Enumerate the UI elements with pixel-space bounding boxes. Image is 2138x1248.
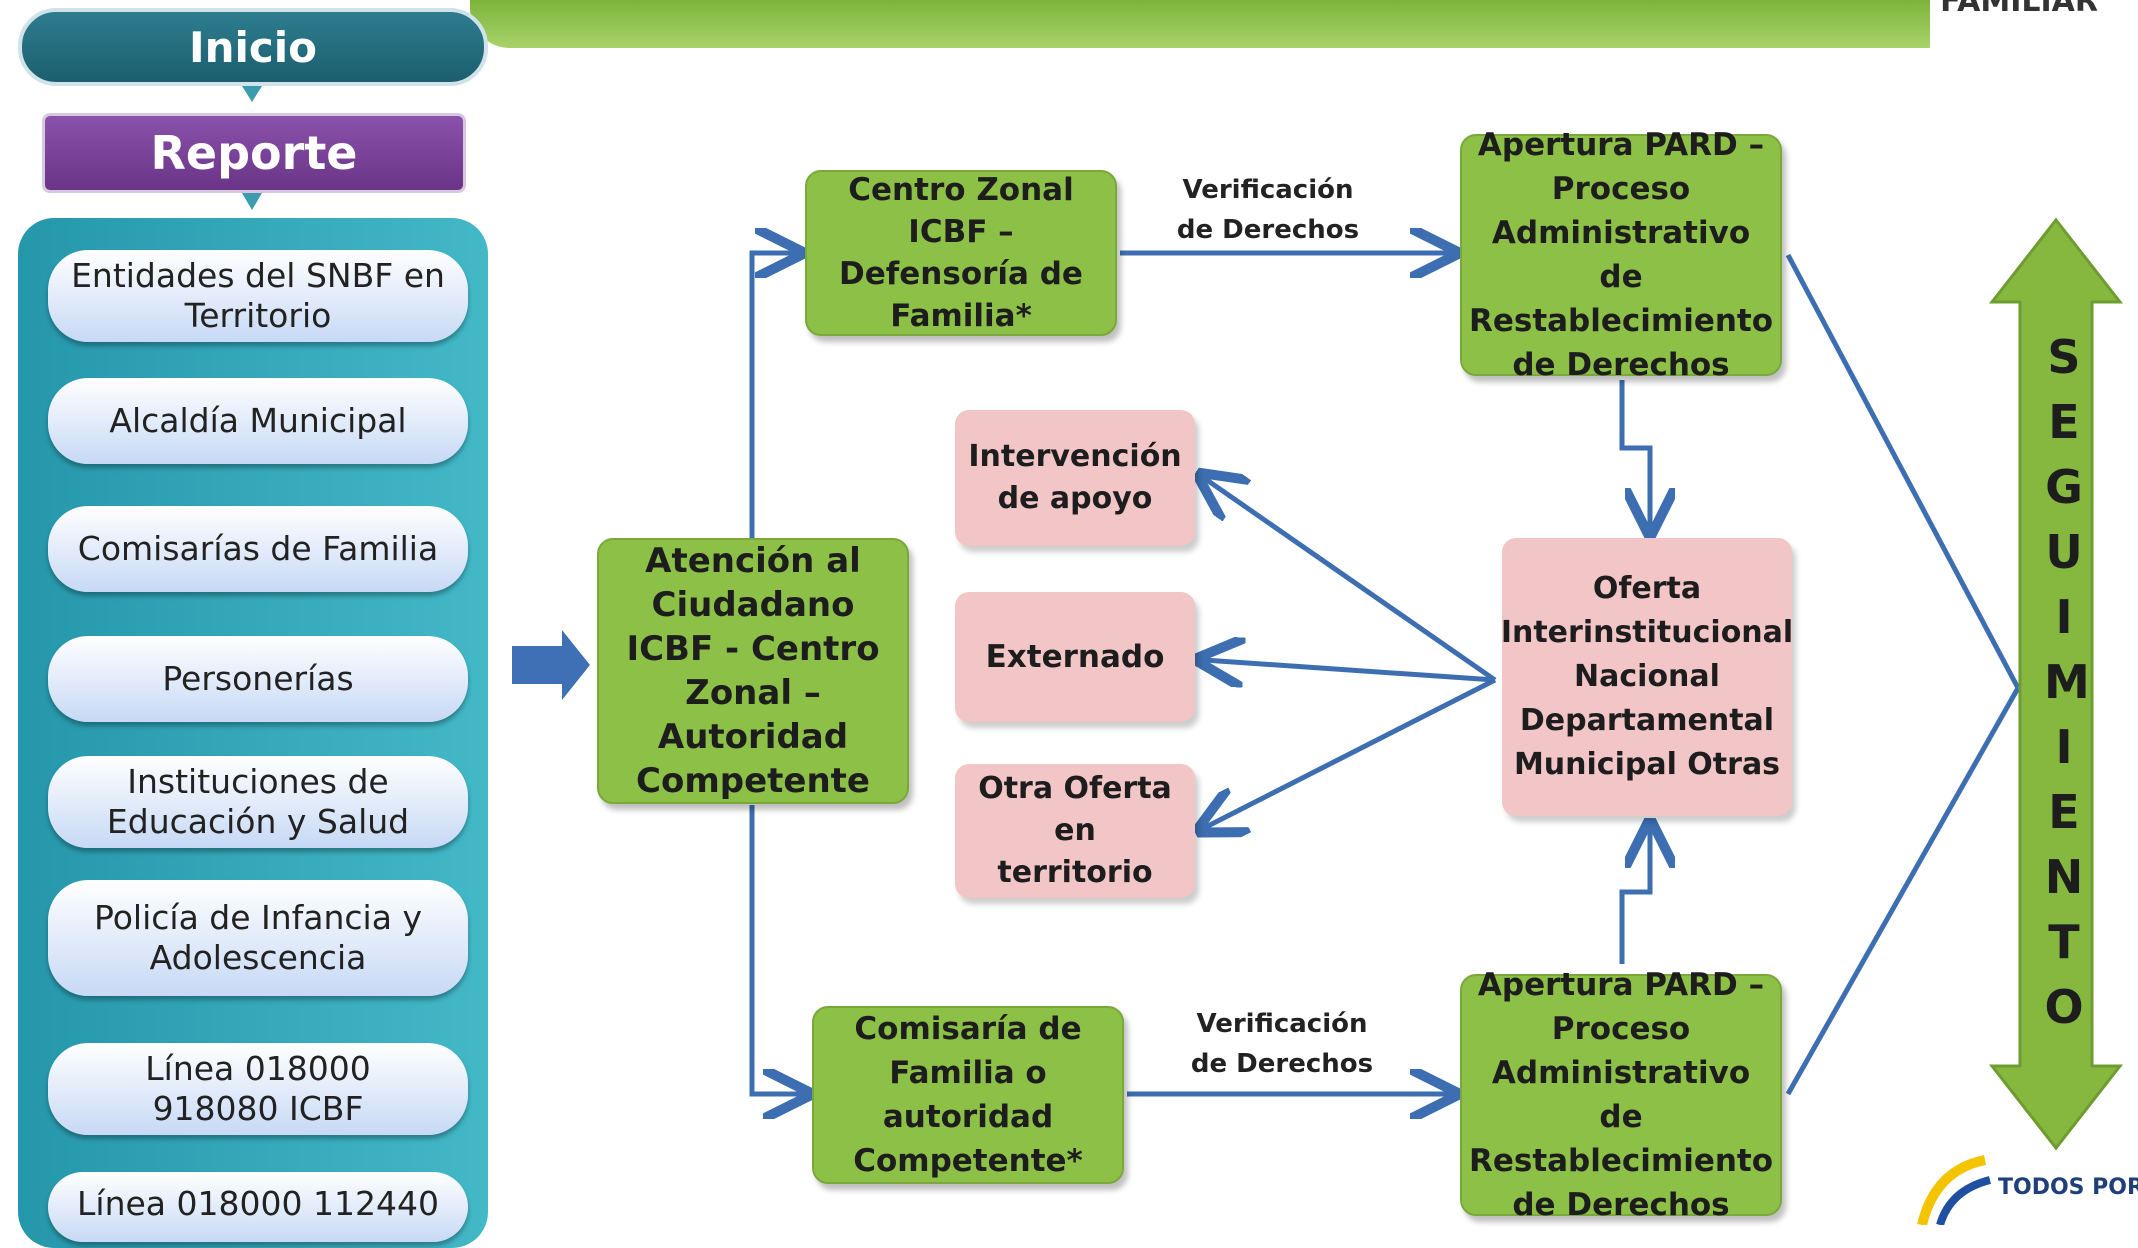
seguimiento-letter: I [2055, 720, 2073, 774]
reporte-down-arrow [242, 193, 262, 210]
corner-text: FAMILIAR [1940, 0, 2098, 19]
centro-zonal-node: Centro Zonal ICBF – Defensoría de Famili… [805, 170, 1117, 336]
edge-pard-top-oferta [1619, 380, 1650, 528]
edge-attention-comisaria [749, 805, 803, 1094]
attention-node: Atención al Ciudadano ICBF - Centro Zona… [597, 538, 909, 804]
source-snbf[interactable]: Entidades del SNBF en Territorio [48, 250, 468, 342]
seguimiento-letter: U [2045, 525, 2083, 579]
big-right-arrow [512, 630, 590, 700]
edge-oferta-intervencion [1204, 478, 1497, 683]
edge-attention-centro [749, 253, 795, 538]
source-alcaldia[interactable]: Alcaldía Municipal [48, 378, 468, 464]
oferta-node: Oferta Interinstitucional Nacional Depar… [1501, 538, 1793, 816]
externado-node: Externado [955, 592, 1195, 722]
inicio-down-arrow [242, 86, 262, 102]
seguimiento-letter: S [2047, 330, 2081, 384]
seguimiento-double-arrow [1988, 217, 2124, 1151]
source-policia[interactable]: Policía de Infancia y Adolescencia [48, 880, 468, 996]
source-comisarias[interactable]: Comisarías de Familia [48, 506, 468, 592]
edge-pard-bottom-oferta [1619, 828, 1650, 964]
edge-label-top: Verificación de Derechos [1176, 175, 1360, 245]
inicio-button[interactable]: Inicio [18, 8, 488, 86]
source-personerias[interactable]: Personerías [48, 636, 468, 722]
seguimiento-letter: T [2048, 915, 2080, 969]
source-linea-icbf[interactable]: Línea 018000 918080 ICBF [48, 1043, 468, 1135]
reporte-button[interactable]: Reporte [42, 113, 466, 193]
logo-mark [1917, 1155, 1992, 1225]
intervencion-node: Intervención de apoyo [955, 410, 1195, 546]
logo-text: TODOS POR UN NUEVO PAÍS [1998, 1176, 2138, 1200]
comisaria-node: Comisaría de Familia o autoridad Compete… [812, 1006, 1124, 1184]
edge-oferta-externado [1204, 660, 1496, 680]
edge-oferta-otra [1204, 677, 1497, 828]
seguimiento-letter: E [2048, 785, 2080, 839]
pard-bottom-node: Apertura PARD – Proceso Administrativo d… [1460, 967, 1782, 1223]
seguimiento-letter: M [2044, 655, 2090, 709]
reporte-label: Reporte [150, 126, 358, 180]
seguimiento-letter: N [2044, 850, 2084, 904]
top-banner [470, 0, 1930, 48]
seguimiento-letter: G [2045, 460, 2083, 514]
pard-top-node: Apertura PARD – Proceso Administrativo d… [1460, 127, 1782, 383]
inicio-label: Inicio [188, 22, 318, 72]
edge-label-bottom: Verificación de Derechos [1190, 1009, 1374, 1079]
edge-pard-bottom-seguimiento [1785, 686, 2021, 1096]
source-instituciones[interactable]: Instituciones de Educación y Salud [48, 756, 468, 848]
seguimiento-letter: O [2044, 980, 2084, 1034]
otra-oferta-node: Otra Oferta en territorio [955, 764, 1195, 898]
seguimiento-letter: E [2048, 395, 2080, 449]
edge-pard-top-seguimiento [1785, 253, 2021, 690]
seguimiento-letter: I [2055, 590, 2073, 644]
